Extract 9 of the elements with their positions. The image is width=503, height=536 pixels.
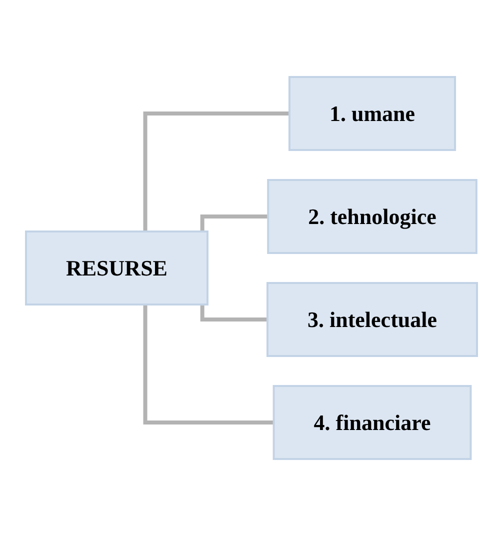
connector: [200, 304, 268, 322]
node-box: 4. financiare: [272, 385, 472, 460]
connector: [143, 112, 290, 232]
node-box: 3. intelectuale: [266, 282, 478, 357]
node-box: RESURSE: [24, 230, 208, 306]
connector: [143, 304, 274, 424]
connector: [200, 214, 268, 232]
node-box: 1. umane: [288, 76, 456, 151]
node-box: 2. tehnologice: [267, 179, 478, 254]
